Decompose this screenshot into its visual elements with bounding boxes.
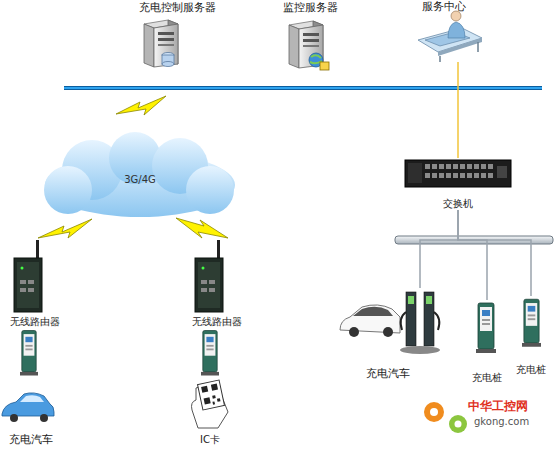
car-node: 充电汽车 [0,390,62,446]
node-label: 无线路由器 [0,315,70,328]
server-node: 充电控制服务器 [122,1,232,69]
node-label: 无线路由器 [180,315,254,328]
network-link [420,210,458,288]
watermark-url: gkong.com [474,415,554,428]
node-label: 监控服务器 [268,1,352,14]
router-node: 无线路由器 [180,240,254,328]
service-center: 服务中心 [400,0,488,62]
network-link [458,210,531,296]
server-node: 监控服务器 [268,1,352,73]
node-label: 交换机 [400,197,516,210]
switch-node: 交换机 [400,158,516,210]
ic-card-node: IC卡 [184,376,236,446]
charging-post-node: 充电桩 [508,296,554,376]
router-node: 无线路由器 [0,240,70,328]
watermark-text: 中华工控网 [468,400,554,413]
cloud-node: 3G/4G [45,135,235,225]
charging-post-node: 充电桩 [462,300,512,384]
network-link [458,210,487,300]
charging-car-node: 充电汽车 [336,288,440,380]
node-label: IC卡 [184,433,236,446]
node-label: 服务中心 [400,0,488,13]
node-label: 充电桩 [462,371,512,384]
network-link [458,62,459,158]
node-label: 充电控制服务器 [122,1,232,14]
node-label: 充电汽车 [0,433,62,446]
node-label: 3G/4G [45,173,235,186]
node-label: 充电汽车 [336,367,440,380]
node-label: 充电桩 [508,363,554,376]
